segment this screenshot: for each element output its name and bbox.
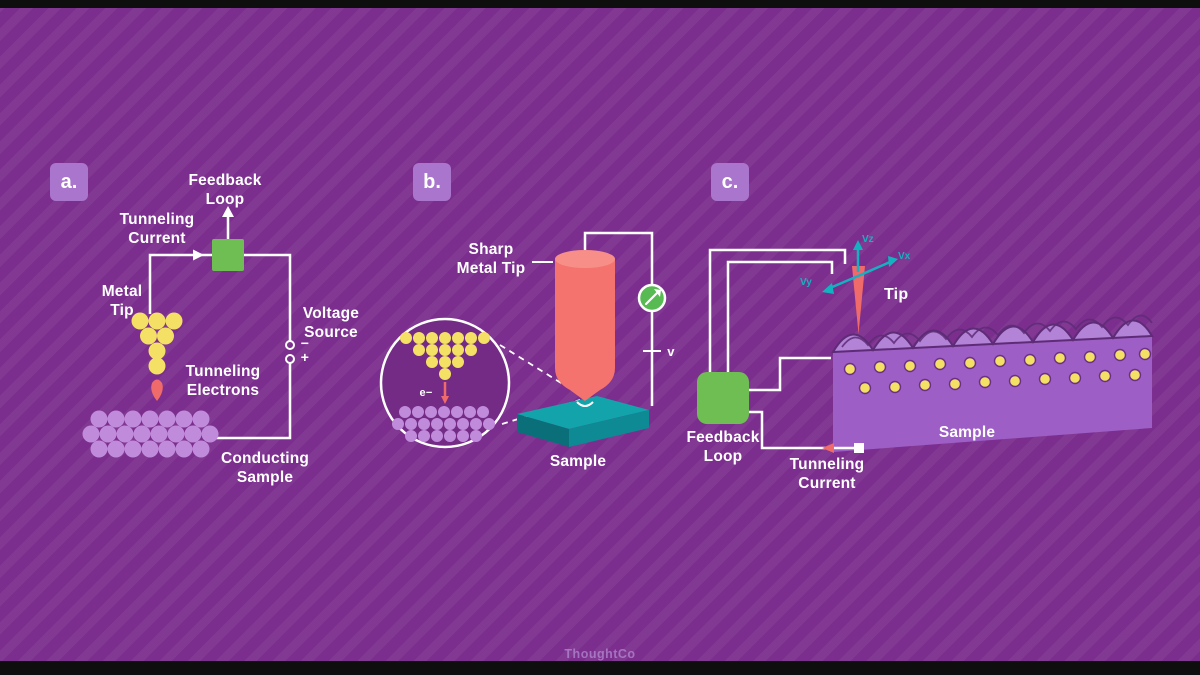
voltage-terminal-plus <box>285 354 295 364</box>
wire-voltage-to-sample <box>207 363 292 440</box>
sample-slab <box>517 396 649 447</box>
conducting-sample-label: Conducting Sample <box>205 449 325 487</box>
meter-needle-icon <box>644 290 660 306</box>
metal-tip-line2: Tip <box>110 302 134 319</box>
wire-tunneling-current <box>749 410 858 450</box>
voltage-label: v <box>667 344 675 359</box>
contact-spark-icon <box>576 401 594 407</box>
tunneling-current-label-c: Tunneling Current <box>767 455 887 493</box>
tunneling-current-label-a: Tunneling Current <box>97 210 217 248</box>
sharp-metal-tip-line2: Metal Tip <box>456 260 526 277</box>
axis-z-label: Vz <box>862 234 874 245</box>
sample-contact-node <box>854 443 864 453</box>
tunneling-current-c-line1: Tunneling <box>789 456 865 473</box>
tunneling-electrons-line2: Electrons <box>186 382 260 399</box>
voltage-source-line1: Voltage <box>302 305 360 322</box>
scanning-tip <box>852 266 865 334</box>
surface-contour-line <box>841 314 1153 348</box>
feedback-loop-label-c: Feedback Loop <box>663 428 783 466</box>
sample-label-b: Sample <box>549 453 607 470</box>
tunneling-electrons-label: Tunneling Electrons <box>163 362 283 400</box>
inset-sample-atoms <box>392 406 495 442</box>
tip-label: Tip <box>884 286 909 303</box>
cylinder-top <box>555 250 615 268</box>
panel-c-scanner <box>697 240 1154 453</box>
panel-c-badge: c. <box>711 163 749 201</box>
wire-feedback-to-sample <box>749 356 831 392</box>
minus-sign: − <box>300 335 310 351</box>
tip-axes-icon <box>822 240 898 294</box>
voltage-source-label: Voltage Source <box>281 304 381 342</box>
tunneling-current-line2: Current <box>128 230 186 247</box>
feedback-loop-line1: Feedback <box>188 172 262 189</box>
metal-tip-cylinder <box>555 259 615 401</box>
watermark: ThoughtCo <box>564 647 636 661</box>
conducting-sample-line2: Sample <box>236 469 294 486</box>
feedback-loop-label-a: Feedback Loop <box>165 171 285 209</box>
tunneling-electron-drop <box>151 379 163 401</box>
metal-tip-label: Metal Tip <box>77 282 167 320</box>
panel-b-apparatus <box>379 231 667 449</box>
axis-x-label: Vx <box>898 251 911 262</box>
tunneling-current-arrow-icon <box>822 443 834 453</box>
letterbox-bottom <box>0 661 1200 675</box>
sample-label-c: Sample <box>938 424 996 441</box>
wire-tip-to-feedback <box>148 253 212 314</box>
sharp-metal-tip-label: Sharp Metal Tip <box>441 240 541 278</box>
wire-feedback-to-voltage <box>244 253 292 341</box>
up-arrow-icon <box>222 206 234 217</box>
feedback-loop-line2: Loop <box>205 191 245 208</box>
metal-tip-line1: Metal <box>101 283 143 300</box>
feedback-loop-box-c <box>697 372 749 424</box>
panel-a-badge: a. <box>50 163 88 201</box>
tunneling-current-c-line2: Current <box>798 475 856 492</box>
voltage-source-line2: Source <box>304 324 358 341</box>
feedback-loop-c-line2: Loop <box>703 448 743 465</box>
electron-label: e− <box>419 387 433 399</box>
feedback-loop-box <box>212 239 244 271</box>
electron-arrowhead-icon <box>441 396 449 404</box>
wire-feedback-to-tip-z <box>708 248 847 372</box>
magnifier-guide-top <box>499 344 575 392</box>
plus-sign: + <box>300 349 310 365</box>
tunneling-electrons-line1: Tunneling <box>185 363 261 380</box>
voltage-terminal-minus <box>285 340 295 350</box>
wire-feedback-to-tip-xy <box>726 260 834 372</box>
tunneling-current-line1: Tunneling <box>119 211 195 228</box>
inset-tip-atoms <box>400 332 490 380</box>
metal-tip-atoms <box>131 312 183 375</box>
panel-a-circuit <box>82 206 295 458</box>
conducting-sample-atoms <box>82 410 219 458</box>
feedback-loop-c-line1: Feedback <box>686 429 760 446</box>
letterbox-top <box>0 0 1200 8</box>
axis-y-label: Vy <box>800 277 812 288</box>
current-direction-arrow-icon <box>193 249 204 261</box>
conducting-sample-line1: Conducting <box>220 450 310 467</box>
block-surface-atoms <box>843 347 1152 395</box>
meter-needle-arrowhead-icon <box>654 289 661 297</box>
panel-b-badge: b. <box>413 163 451 201</box>
sharp-metal-tip-line1: Sharp <box>468 241 514 258</box>
wire-tip-to-meter <box>583 231 654 285</box>
